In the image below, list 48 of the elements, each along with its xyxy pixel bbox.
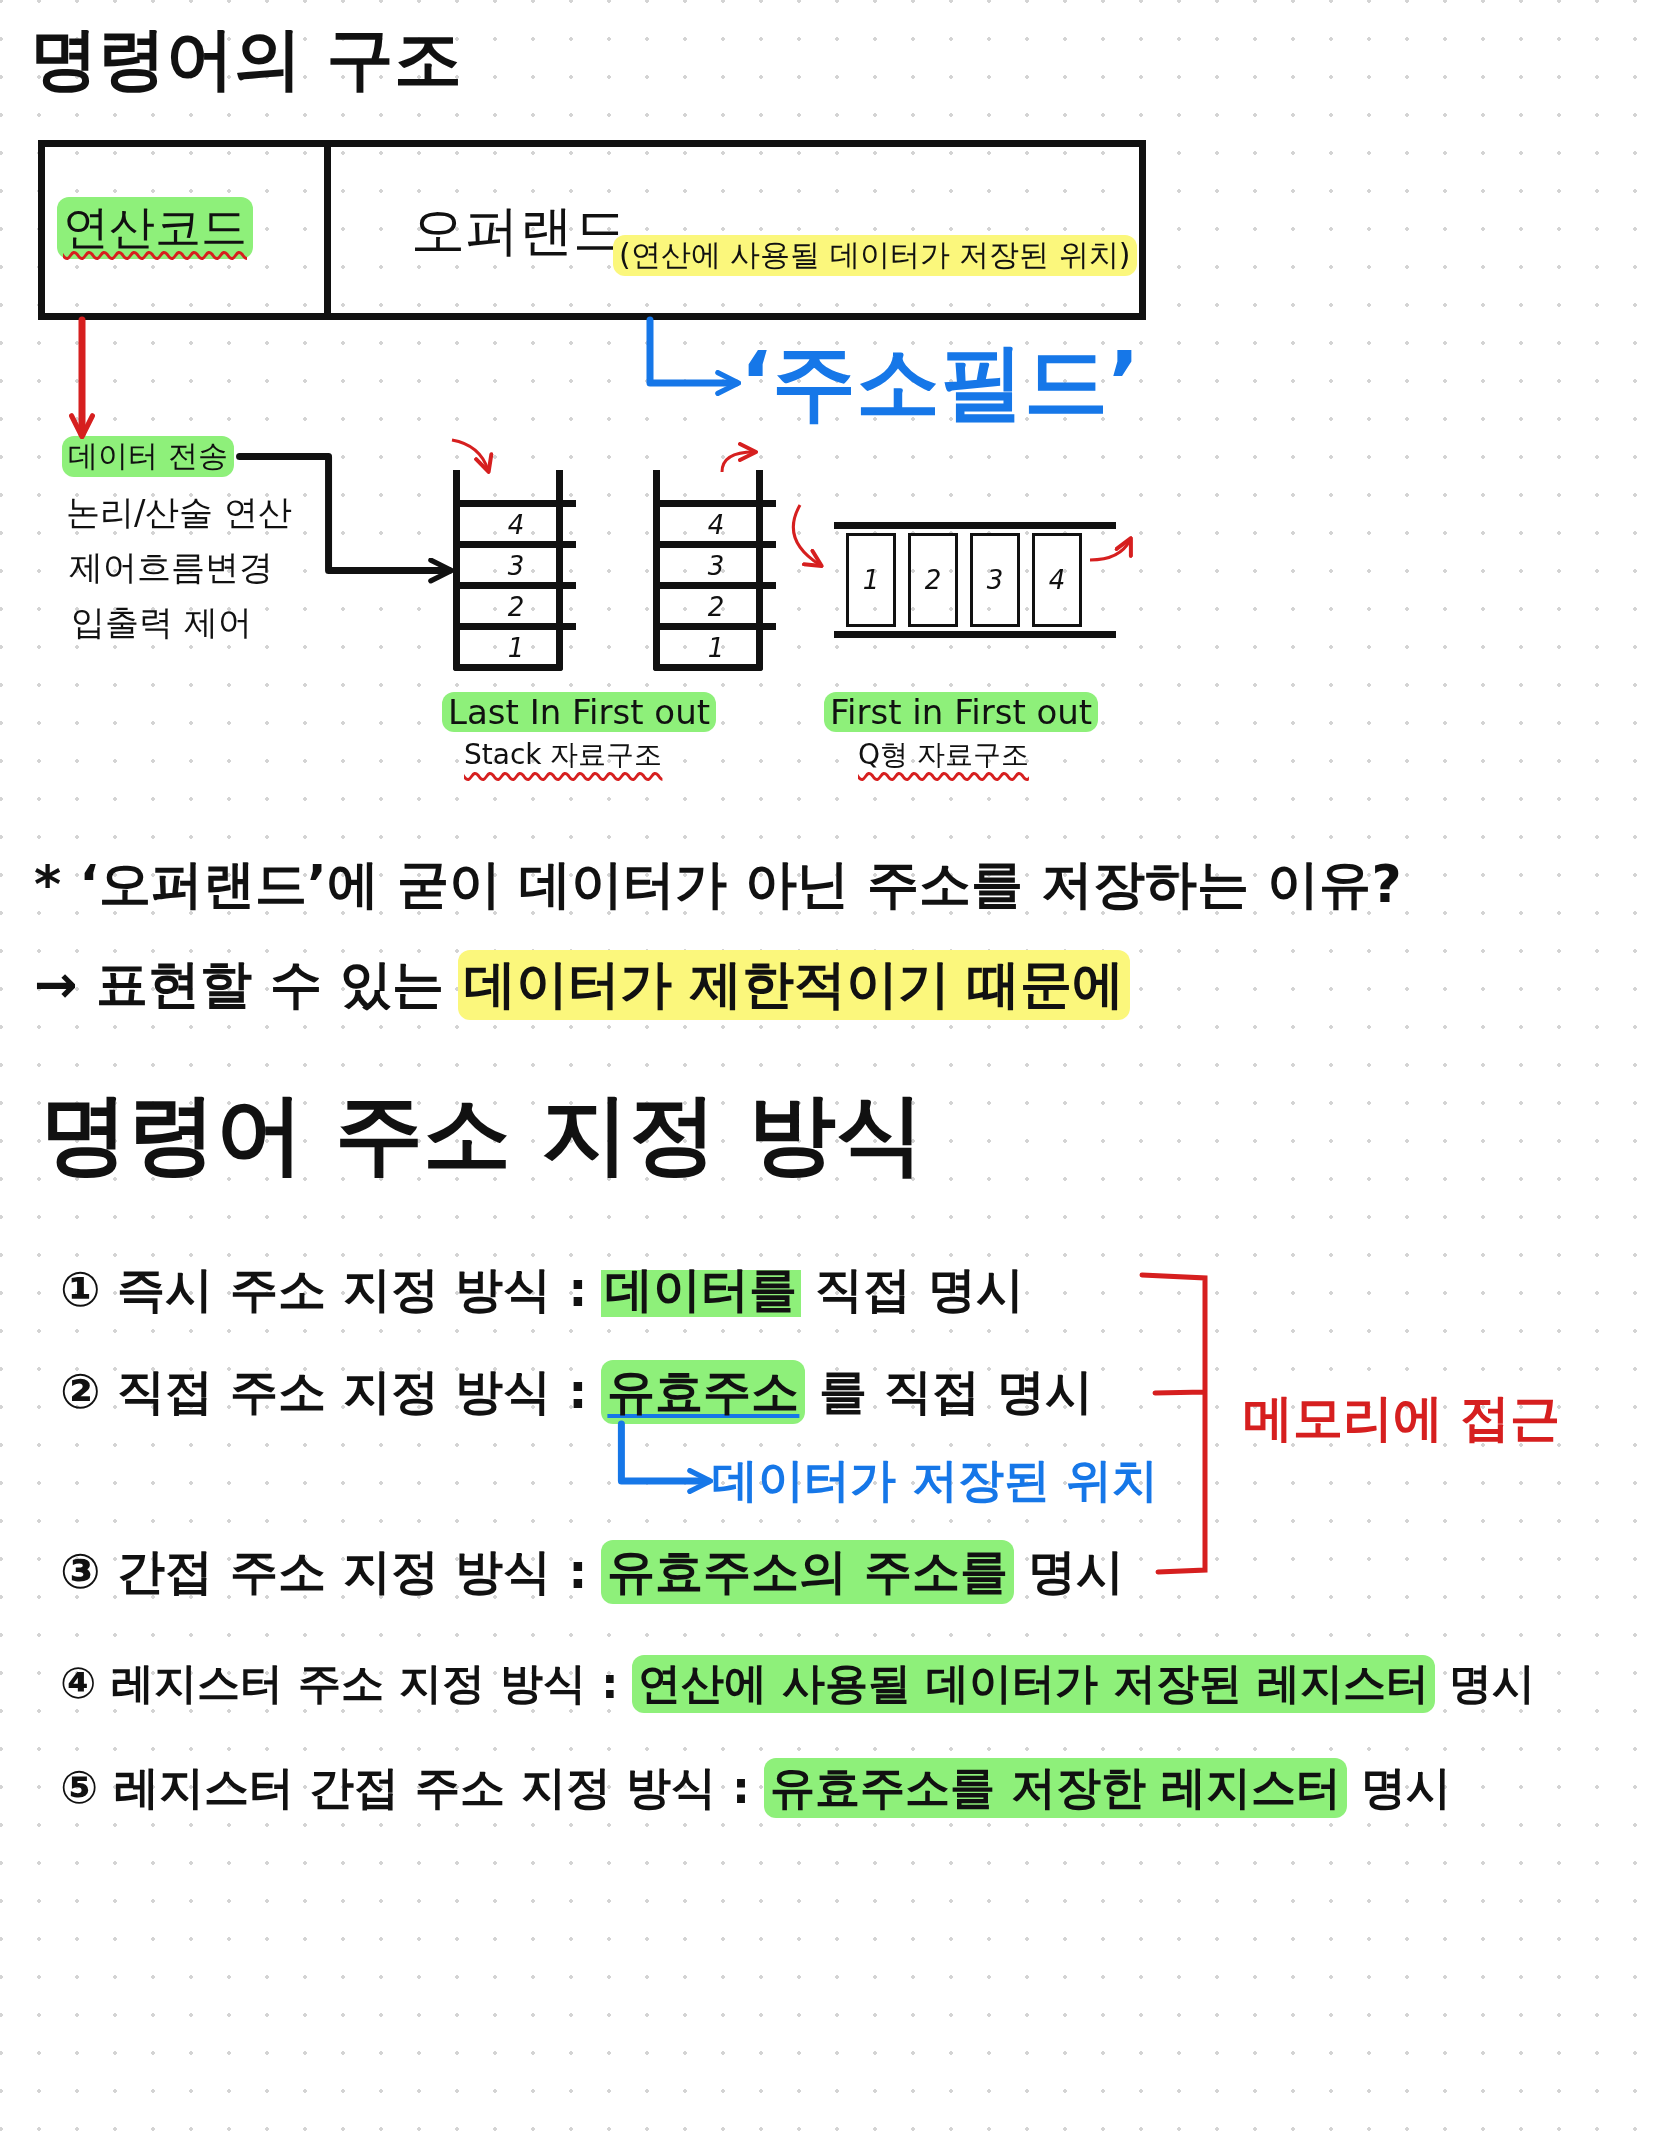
text: 직접 명시 [815, 1260, 1025, 1319]
list-item: 입출력 제어 [71, 600, 252, 646]
caption: Q형 자료구조 [858, 737, 1029, 773]
field-label: 연산코드 [57, 197, 253, 259]
list-item: 논리/산술 연산 [66, 490, 293, 536]
list-item: 데이터 전송 [62, 436, 234, 477]
caption: Stack 자료구조 [464, 737, 663, 773]
stack-slot: 1 [456, 623, 576, 664]
question-text: * ‘오퍼랜드’에 굳이 데이터가 아닌 주소를 저장하는 이유? [34, 853, 1402, 916]
text: ⑤ 레지스터 간접 주소 지정 방식 : [60, 1760, 751, 1816]
caption: Last In First out [442, 692, 717, 732]
highlighted-text: 데이터가 제한적이기 때문에 [457, 950, 1131, 1020]
title: 명령어의 구조 [30, 18, 462, 100]
stack-slot: 1 [656, 623, 776, 664]
stack-slot: 3 [456, 541, 576, 582]
address-field-label: ‘주소필드’ [740, 326, 1140, 440]
text: ④ 레지스터 주소 지정 방식 : [60, 1657, 619, 1710]
highlighted-text: 유효주소를 저장한 레지스터 [764, 1758, 1348, 1818]
section-heading: 명령어 주소 지정 방식 [40, 1081, 924, 1187]
queue-slot: 3 [970, 533, 1020, 627]
queue-slot: 4 [1032, 533, 1082, 627]
highlighted-text: 연산에 사용될 데이터가 저장된 레지스터 [632, 1655, 1436, 1713]
stack-slot: 4 [456, 500, 576, 541]
text: 명시 [1449, 1657, 1536, 1710]
stack-slot: 2 [456, 582, 576, 623]
list-item: 제어흐름변경 [69, 545, 273, 591]
arrow [236, 453, 455, 584]
caption: First in First out [824, 692, 1099, 732]
stack-slot: 3 [656, 541, 776, 582]
arrow [69, 316, 95, 440]
text: ② 직접 주소 지정 방식 : [60, 1362, 588, 1421]
arrow [617, 1420, 714, 1494]
text: 명시 [1361, 1760, 1452, 1816]
queue-slot: 1 [846, 533, 896, 627]
queue-container [834, 522, 1116, 638]
text: ① 즉시 주소 지정 방식 : [60, 1260, 588, 1319]
stack-slot: 4 [656, 500, 776, 541]
highlighted-text: 유효주소의 주소를 [601, 1540, 1015, 1604]
queue-slot: 2 [908, 533, 958, 627]
text: ③ 간접 주소 지정 방식 : [60, 1542, 588, 1601]
highlighted-term: 유효주소 [601, 1360, 806, 1424]
bracket-note: 메모리에 접근 [1243, 1388, 1561, 1449]
text: 를 직접 명시 [819, 1362, 1093, 1421]
text: 명시 [1028, 1542, 1125, 1601]
stack-slot: 2 [656, 582, 776, 623]
annotation-text: 데이터가 저장된 위치 [712, 1450, 1159, 1512]
arrow [646, 316, 742, 396]
text: → 표현할 수 있는 [34, 953, 444, 1016]
